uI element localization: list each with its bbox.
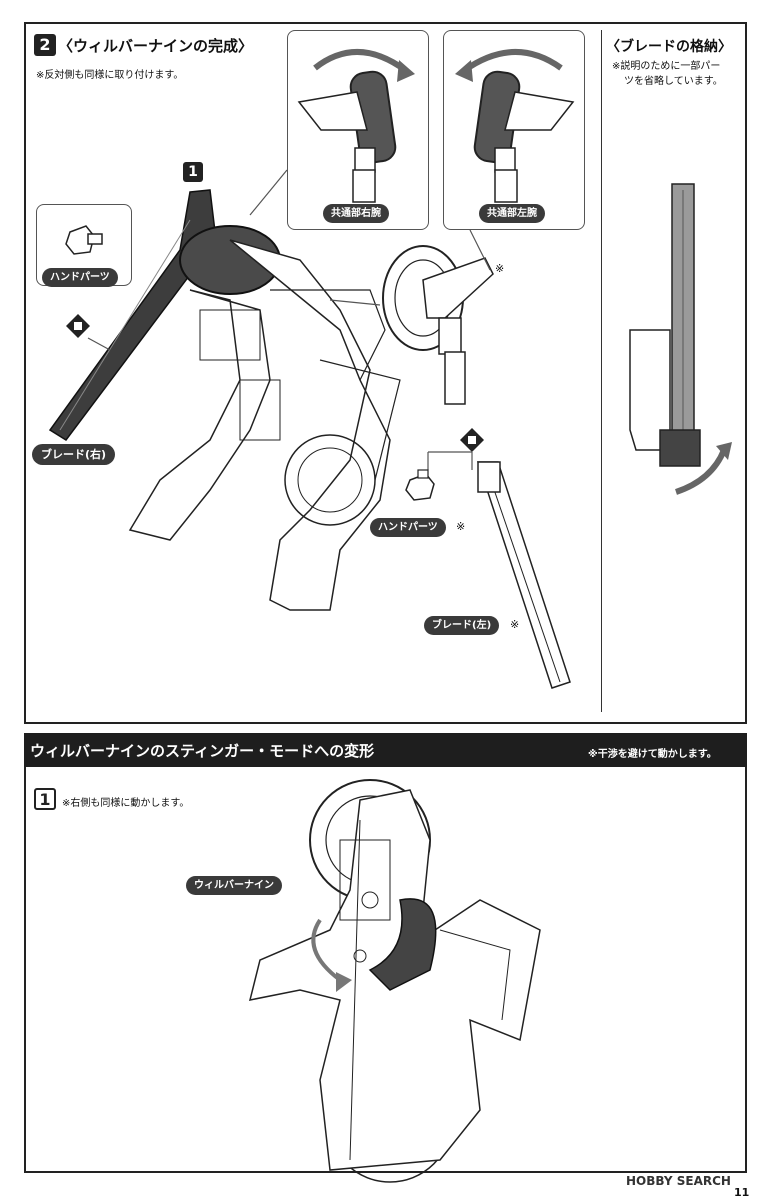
- page-number: 11: [734, 1186, 750, 1199]
- shield-asterisk: ※: [495, 262, 505, 275]
- hand-part-icon: [65, 225, 103, 255]
- transform-section-banner: [24, 733, 747, 767]
- transform-step-number: 1: [34, 788, 56, 810]
- hand-parts-lower-label: ハンドパーツ: [370, 518, 446, 537]
- step-number-badge: 2: [34, 34, 56, 56]
- hand-parts-label: ハンドパーツ: [42, 268, 118, 287]
- left-arm-label: 共通部左腕: [479, 204, 545, 223]
- character-name-label: ウィルバーナイン: [186, 876, 282, 895]
- blade-left-asterisk: ※: [510, 618, 520, 631]
- blade-storage-note-line2: ツを省略しています。: [624, 76, 723, 87]
- blade-left-label: ブレード(左): [424, 616, 500, 635]
- blade-left-illustration: [476, 461, 571, 689]
- blade-storage-title: 〈ブレードの格納〉: [606, 39, 732, 55]
- connector-diamond-icon: [66, 314, 90, 338]
- transform-section-title: ウィルバーナインのスティンガー・モードへの変形: [30, 742, 375, 760]
- blade-right-label: ブレード(右): [32, 444, 116, 465]
- callout-leader-lines: [87, 169, 491, 470]
- part-marker-badge: 1: [183, 162, 203, 182]
- section-divider: [601, 30, 602, 712]
- left-arm-shield-illustration: [382, 245, 494, 405]
- section-note: ※反対側も同様に取り付けます。: [36, 70, 184, 81]
- left-arm-illustration: [455, 49, 575, 203]
- section-title: 〈ウィルバーナインの完成〉: [58, 37, 254, 55]
- hand-parts-asterisk: ※: [456, 520, 466, 533]
- blade-storage-illustration: [629, 183, 732, 495]
- transform-step-note: ※右側も同様に動かします。: [62, 798, 190, 809]
- robot-assembly-illustration: [48, 189, 401, 611]
- transform-robot-illustration: [248, 779, 541, 1183]
- right-arm-illustration: [297, 49, 415, 203]
- right-arm-label: 共通部右腕: [323, 204, 389, 223]
- transform-section-note: ※干渉を避けて動かします。: [588, 749, 717, 760]
- connector-diamond-icon: [460, 428, 484, 452]
- hand-part-lower-icon: [405, 469, 435, 501]
- hobby-search-watermark: HOBBY SEARCH: [626, 1174, 731, 1188]
- blade-storage-note-line1: ※説明のために一部パー: [612, 61, 721, 72]
